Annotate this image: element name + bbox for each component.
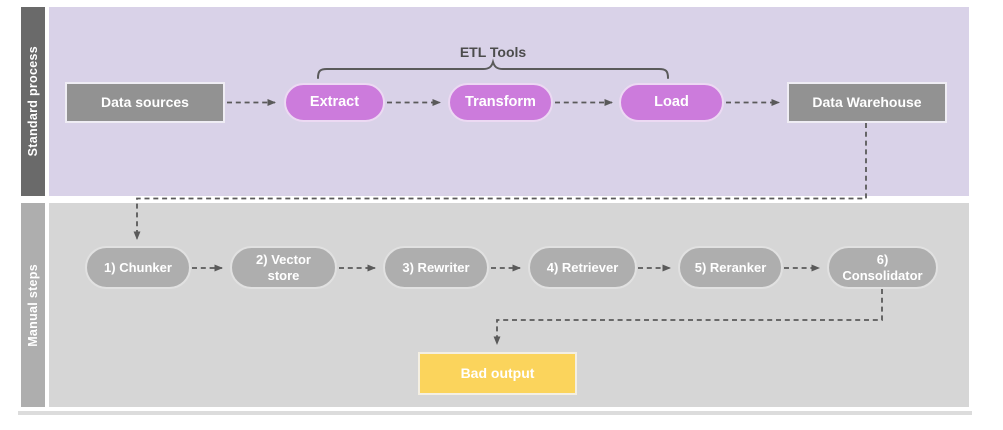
connector-consolidator-badoutput xyxy=(493,289,883,346)
node-consolidator: 6) Consolidator xyxy=(827,246,938,289)
node-load: Load xyxy=(619,83,724,122)
node-chunker: 1) Chunker xyxy=(85,246,191,289)
etl-tools-brace xyxy=(317,58,669,79)
node-data-sources: Data sources xyxy=(65,82,225,123)
node-data-warehouse: Data Warehouse xyxy=(787,82,947,123)
node-bad-output: Bad output xyxy=(418,352,577,395)
sidebar-manual-steps: Manual steps xyxy=(21,203,45,407)
node-reranker: 5) Reranker xyxy=(678,246,783,289)
sidebar-standard-process: Standard process xyxy=(21,7,45,196)
etl-tools-label: ETL Tools xyxy=(459,44,527,60)
connector-warehouse-chunker xyxy=(133,123,867,241)
node-rewriter: 3) Rewriter xyxy=(383,246,489,289)
bottom-divider xyxy=(18,411,972,415)
node-extract: Extract xyxy=(284,83,385,122)
node-transform: Transform xyxy=(448,83,553,122)
node-vector-store: 2) Vector store xyxy=(230,246,337,289)
node-retriever: 4) Retriever xyxy=(528,246,637,289)
